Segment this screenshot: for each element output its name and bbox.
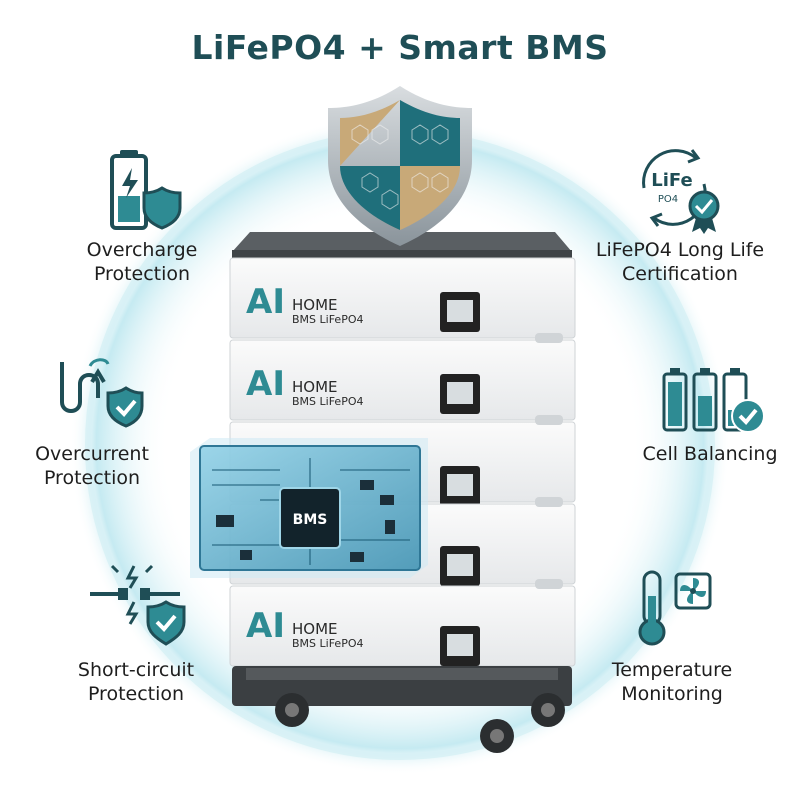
spark-shield-icon	[90, 564, 186, 646]
battery-shield-icon	[110, 150, 182, 230]
brand-logo: AI	[246, 282, 285, 322]
wheels	[275, 693, 565, 753]
page-title: LiFePO4 + Smart BMS	[191, 28, 609, 67]
battery-cells-icon	[662, 368, 765, 433]
bms-circuit-board: BMS	[190, 438, 428, 578]
brand-logo: AI	[246, 606, 285, 646]
cell-balancing-label: Cell Balancing	[642, 443, 778, 465]
short-circuit-protection-label: Short-circuit Protection	[77, 659, 195, 705]
battery-module-1	[229, 257, 576, 339]
model-line-2: BMS LiFePO4	[292, 313, 364, 326]
battery-module-2	[229, 339, 576, 421]
long-life-certification-label: LiFePO4 Long Life Certification	[595, 239, 765, 285]
model-line-2: BMS LiFePO4	[292, 395, 364, 408]
certificate-badge-icon: LiFe PO4	[642, 149, 720, 234]
overcurrent-protection-label: Overcurrent Protection	[35, 443, 149, 489]
temperature-monitoring-label: Temperature Monitoring	[611, 659, 733, 705]
model-line-1: HOME	[292, 620, 338, 638]
model-line-1: HOME	[292, 296, 338, 314]
battery-module-5	[229, 585, 576, 667]
badge-text-top: LiFe	[651, 170, 692, 191]
bms-chip-label: BMS	[293, 512, 328, 528]
model-line-1: HOME	[292, 378, 338, 396]
overcharge-protection-label: Overcharge Protection	[86, 239, 198, 285]
current-shield-icon	[60, 358, 144, 428]
brand-logo: AI	[246, 364, 285, 404]
badge-text-bottom: PO4	[658, 194, 678, 205]
model-line-2: BMS LiFePO4	[292, 637, 364, 650]
shield-emblem	[328, 86, 472, 246]
thermometer-fan-icon	[638, 570, 712, 646]
